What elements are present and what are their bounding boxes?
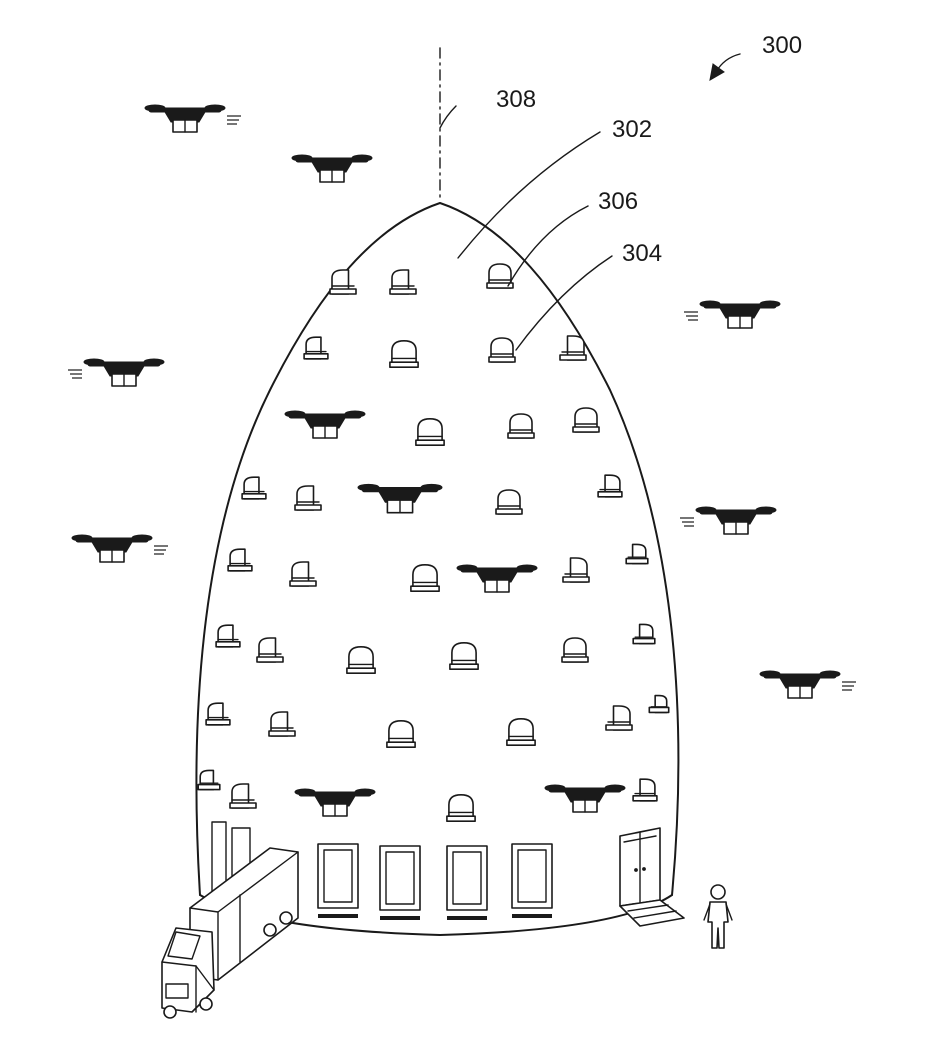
wall-port bbox=[389, 340, 419, 369]
wall-port bbox=[389, 269, 417, 295]
wall-port bbox=[241, 476, 267, 500]
wall-port bbox=[486, 263, 514, 289]
figure-arrow-300 bbox=[709, 53, 741, 81]
airborne-drones bbox=[68, 104, 856, 699]
wall-port bbox=[215, 624, 241, 648]
wall-port bbox=[227, 548, 253, 572]
delivery-truck bbox=[161, 847, 299, 1019]
wall-port bbox=[632, 778, 658, 802]
wall-port bbox=[562, 557, 590, 583]
wall-port bbox=[446, 794, 476, 823]
wall-port bbox=[597, 474, 623, 498]
wall-port bbox=[410, 564, 440, 593]
motion-lines bbox=[227, 115, 241, 125]
leader-line-304 bbox=[515, 255, 613, 351]
wall-port bbox=[449, 642, 479, 671]
wall-port bbox=[268, 711, 296, 737]
docked-drone bbox=[456, 564, 538, 593]
airborne-drone bbox=[144, 104, 226, 133]
wall-port bbox=[605, 705, 633, 731]
motion-lines bbox=[154, 545, 168, 555]
ref-label-306: 306 bbox=[598, 188, 639, 215]
wall-port bbox=[507, 413, 535, 439]
ground-bay bbox=[446, 845, 488, 920]
ref-label-302: 302 bbox=[612, 116, 653, 143]
leader-line-308 bbox=[439, 105, 457, 129]
wall-port bbox=[488, 337, 516, 363]
ground-bay bbox=[317, 843, 359, 918]
ref-label-300: 300 bbox=[762, 32, 803, 59]
wall-ports bbox=[197, 263, 670, 823]
wall-port bbox=[229, 783, 257, 809]
leader-line-302 bbox=[457, 131, 601, 259]
motion-lines bbox=[684, 311, 698, 321]
airborne-drone bbox=[83, 358, 165, 387]
wall-port bbox=[561, 637, 589, 663]
docked-drone bbox=[357, 483, 443, 514]
ground-bay bbox=[379, 845, 421, 920]
wall-port bbox=[632, 623, 656, 645]
motion-lines bbox=[680, 517, 694, 527]
ground-bay bbox=[511, 843, 553, 918]
ref-label-308: 308 bbox=[496, 86, 537, 113]
motion-lines bbox=[68, 369, 82, 379]
wall-port bbox=[506, 718, 536, 747]
docked-drone bbox=[284, 410, 366, 439]
airborne-drone bbox=[291, 154, 373, 183]
wall-port bbox=[289, 561, 317, 587]
docked-drone bbox=[294, 788, 376, 817]
wall-port bbox=[572, 407, 600, 433]
ground-bays bbox=[211, 821, 553, 920]
wall-port bbox=[197, 769, 221, 791]
docked-drone bbox=[544, 784, 626, 813]
wall-port bbox=[559, 335, 587, 361]
wall-port bbox=[294, 485, 322, 511]
wall-port bbox=[625, 543, 649, 565]
wall-port bbox=[329, 269, 357, 295]
wall-port bbox=[256, 637, 284, 663]
wall-port bbox=[415, 418, 445, 447]
entrance-steps bbox=[619, 899, 685, 927]
wall-port bbox=[205, 702, 231, 726]
wall-port bbox=[346, 646, 376, 675]
structure-outline bbox=[195, 202, 680, 896]
airborne-drone bbox=[759, 670, 841, 699]
entrance-door bbox=[619, 827, 685, 927]
docked-drones bbox=[284, 410, 626, 817]
person-figure bbox=[703, 884, 733, 949]
airborne-drone bbox=[699, 300, 781, 329]
wall-port bbox=[648, 694, 670, 714]
wall-port bbox=[495, 489, 523, 515]
motion-lines bbox=[842, 681, 856, 691]
airborne-drone bbox=[695, 506, 777, 535]
wall-port bbox=[303, 336, 329, 360]
airborne-drone bbox=[71, 534, 153, 563]
ref-label-304: 304 bbox=[622, 240, 663, 267]
leader-line-306 bbox=[507, 205, 589, 287]
wall-port bbox=[386, 720, 416, 749]
